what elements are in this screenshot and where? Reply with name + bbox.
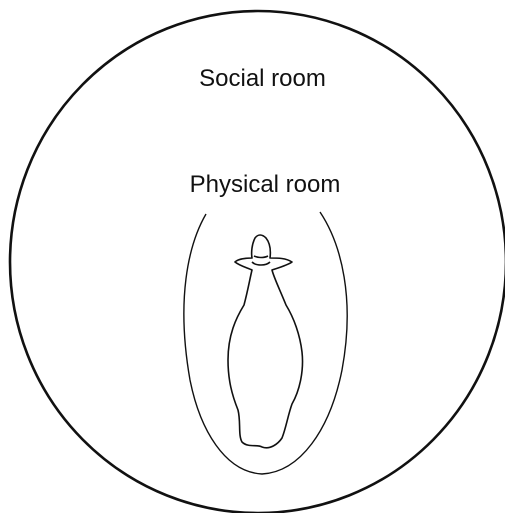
- physical-room-label: Physical room: [0, 173, 505, 197]
- social-room-label: Social room: [0, 67, 505, 91]
- cow-top-view-icon: [228, 235, 303, 448]
- physical-room-boundary: [184, 212, 347, 474]
